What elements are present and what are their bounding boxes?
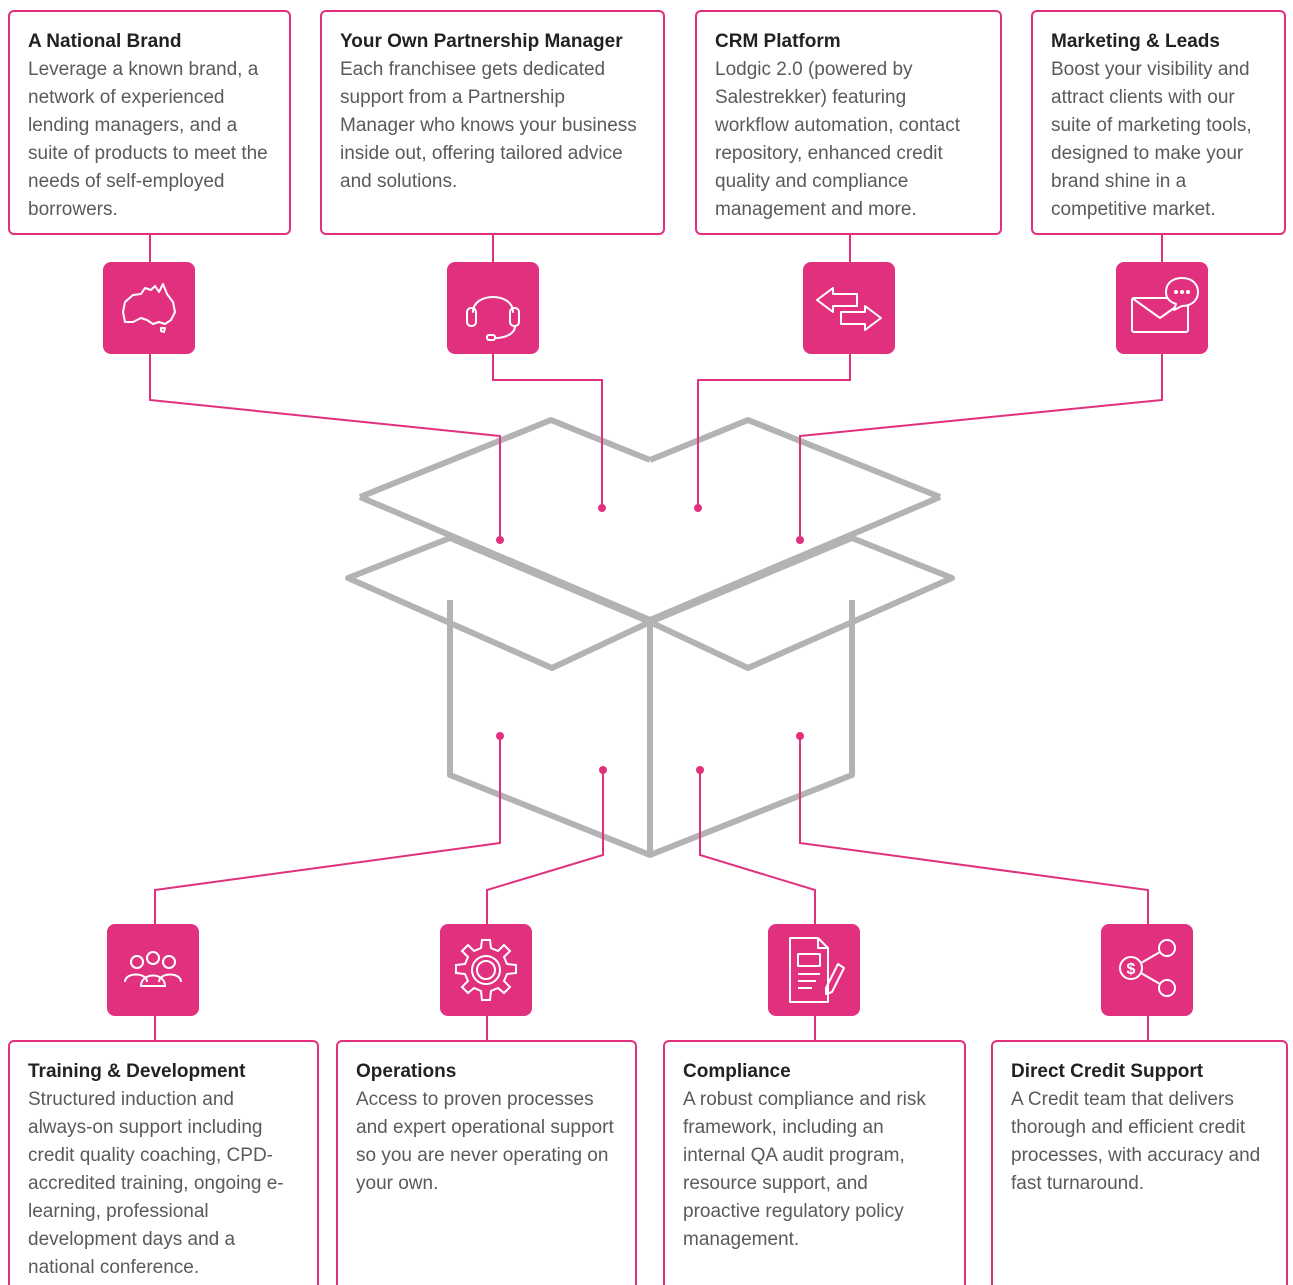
feature-card-compliance: Compliance A robust compliance and risk … [663, 1040, 966, 1285]
feature-card-partnership-manager: Your Own Partnership Manager Each franch… [320, 10, 665, 235]
feature-card-marketing-leads: Marketing & Leads Boost your visibility … [1031, 10, 1286, 235]
open-box-illustration [345, 417, 955, 858]
box-back-flap-left [358, 417, 652, 500]
feature-title: Operations [356, 1061, 457, 1082]
dollar-share-icon: $ [1101, 924, 1193, 1016]
document-pen-icon [768, 924, 860, 1016]
envelope-chat-icon [1116, 262, 1208, 354]
feature-card-training-development: Training & Development Structured induct… [8, 1040, 319, 1285]
box-front-flap-right [647, 535, 955, 671]
people-group-icon [107, 924, 199, 1016]
connector-dots [496, 504, 804, 774]
feature-title: Marketing & Leads [1051, 31, 1220, 52]
box-front-flap-left [345, 535, 653, 671]
feature-card-national-brand: A National Brand Leverage a known brand,… [8, 10, 291, 235]
feature-card-direct-credit-support: Direct Credit Support A Credit team that… [991, 1040, 1288, 1285]
australia-map-icon [103, 262, 195, 354]
feature-body: Lodgic 2.0 (powered by Salestrekker) fea… [715, 59, 961, 220]
feature-body: Access to proven processes and expert op… [356, 1089, 614, 1194]
exchange-arrows-icon [803, 262, 895, 354]
feature-body: A robust compliance and risk framework, … [683, 1089, 926, 1250]
feature-body: Structured induction and always-on suppo… [28, 1089, 284, 1278]
feature-body: A Credit team that delivers thorough and… [1011, 1089, 1261, 1194]
feature-card-crm-platform: CRM Platform Lodgic 2.0 (powered by Sale… [695, 10, 1002, 235]
box-back-flap-right [648, 417, 942, 500]
feature-card-operations: Operations Access to proven processes an… [336, 1040, 637, 1285]
headset-icon [447, 262, 539, 354]
feature-title: Direct Credit Support [1011, 1061, 1204, 1082]
connector-lines [149, 234, 1163, 1041]
svg-text:$: $ [1127, 961, 1136, 978]
feature-title: Compliance [683, 1061, 791, 1082]
feature-title: Your Own Partnership Manager [340, 31, 623, 52]
feature-title: CRM Platform [715, 31, 841, 52]
feature-title: A National Brand [28, 31, 182, 52]
feature-body: Each franchisee gets dedicated support f… [340, 59, 637, 192]
feature-body: Leverage a known brand, a network of exp… [28, 59, 268, 220]
gear-icon [440, 924, 532, 1016]
feature-title: Training & Development [28, 1061, 246, 1082]
feature-body: Boost your visibility and attract client… [1051, 59, 1252, 220]
